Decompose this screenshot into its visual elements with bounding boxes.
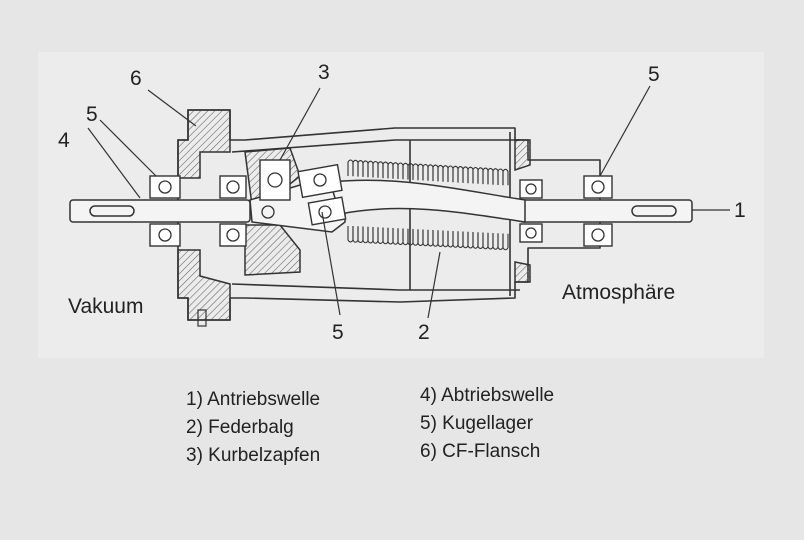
output-shaft-keyway — [631, 205, 677, 217]
legend-item: 2) Federbalg — [186, 417, 294, 438]
label-6: 6 — [130, 67, 142, 90]
bellows-top — [347, 159, 509, 186]
legend-item: 4) Abtriebswelle — [420, 385, 555, 406]
label-vakuum: Vakuum — [68, 295, 144, 318]
legend-item: 6) CF-Flansch — [420, 441, 541, 462]
label-3: 3 — [318, 61, 330, 84]
label-atmosphaere: Atmosphäre — [562, 281, 676, 304]
label-4: 4 — [58, 129, 70, 152]
drive-shaft-keyway — [89, 205, 135, 217]
legend-item: 3) Kurbelzapfen — [186, 445, 321, 466]
label-5-right: 5 — [648, 63, 660, 86]
label-2: 2 — [418, 321, 430, 344]
bellows-bottom — [347, 226, 509, 251]
cf-flange — [177, 109, 231, 179]
legend-item: 5) Kugellager — [420, 413, 534, 434]
ball-bearings — [149, 159, 613, 247]
housing-inner-bottom — [231, 283, 520, 291]
legend-item: 1) Antriebswelle — [186, 389, 321, 410]
legend-right: 4) Abtriebswelle 5) Kugellager 6) CF-Fla… — [420, 382, 554, 466]
bent-shaft — [329, 179, 526, 223]
flange-bolt — [197, 309, 207, 327]
label-5-bottom: 5 — [332, 321, 344, 344]
legend-left: 1) Antriebswelle 2) Federbalg 3) Kurbelz… — [186, 386, 320, 470]
label-5-left: 5 — [86, 103, 98, 126]
leader-lines — [87, 85, 730, 319]
label-1: 1 — [734, 199, 746, 222]
right-end-cap — [514, 139, 531, 283]
cf-flange-lower — [177, 249, 231, 321]
